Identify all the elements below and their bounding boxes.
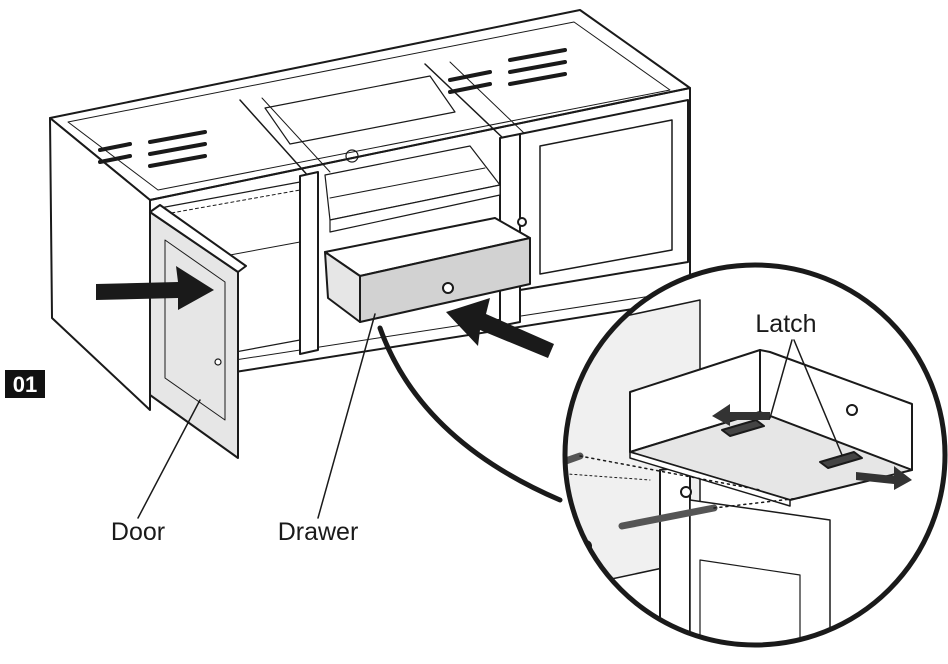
door-recess (164, 239, 226, 421)
cabinet-top-inner (67, 21, 671, 191)
cabinet-front-bottom (234, 299, 691, 373)
step-number: 01 (13, 372, 37, 397)
latch-leader-1 (769, 339, 793, 419)
right-door-knob (517, 217, 527, 227)
latch-left (721, 419, 765, 437)
drawer-front (359, 237, 531, 323)
step-badge (5, 370, 45, 398)
door-label: Door (111, 518, 165, 546)
push-arrow-icon (96, 266, 214, 310)
cabinet-divider-left-2 (261, 97, 331, 173)
zoom-curve (377, 325, 563, 503)
latch-arrow-icon (856, 466, 912, 490)
detail-drawer-bottom-edge (629, 451, 791, 507)
cabinet-front-top (149, 87, 691, 301)
right-door-glass (539, 119, 673, 275)
door-leader (137, 399, 201, 519)
drawer-label: Drawer (278, 518, 359, 546)
cabinet-vents (98, 48, 567, 168)
detail-view (562, 262, 948, 648)
detail-lower-frame (689, 499, 831, 645)
door-knob (214, 358, 222, 366)
detail-circle-border (562, 262, 948, 648)
detail-drawer-screw (846, 404, 858, 416)
cabinet-divider-right-2 (449, 61, 526, 135)
latch-leader-2 (793, 339, 843, 456)
push-arrow-icon (446, 298, 554, 358)
cabinet-mullion-left (299, 171, 319, 355)
drawer (324, 217, 531, 323)
cabinet-divider-right (424, 63, 506, 141)
rail-upper (565, 452, 584, 474)
rail-lower-dots (713, 497, 801, 509)
latch-arrow-icon (712, 404, 770, 426)
rail-lower (618, 504, 718, 530)
door (149, 204, 247, 459)
rail-upper-dots (579, 455, 761, 491)
rail-upper-ext (565, 471, 651, 481)
right-door (519, 99, 689, 291)
cabinet (49, 9, 691, 411)
middle-shelf-lip (329, 184, 501, 233)
cable-hole (345, 149, 359, 163)
cabinet-interior-center (264, 75, 456, 145)
door-edge (149, 204, 247, 273)
drawer-knob (442, 282, 454, 294)
detail-lower-inner (699, 559, 801, 645)
detail-screw-1 (680, 486, 692, 498)
cabinet-divider-left (239, 99, 311, 179)
latch-label: Latch (755, 310, 816, 338)
drawer-leader (317, 313, 376, 519)
cabinet-left-side (49, 117, 151, 411)
